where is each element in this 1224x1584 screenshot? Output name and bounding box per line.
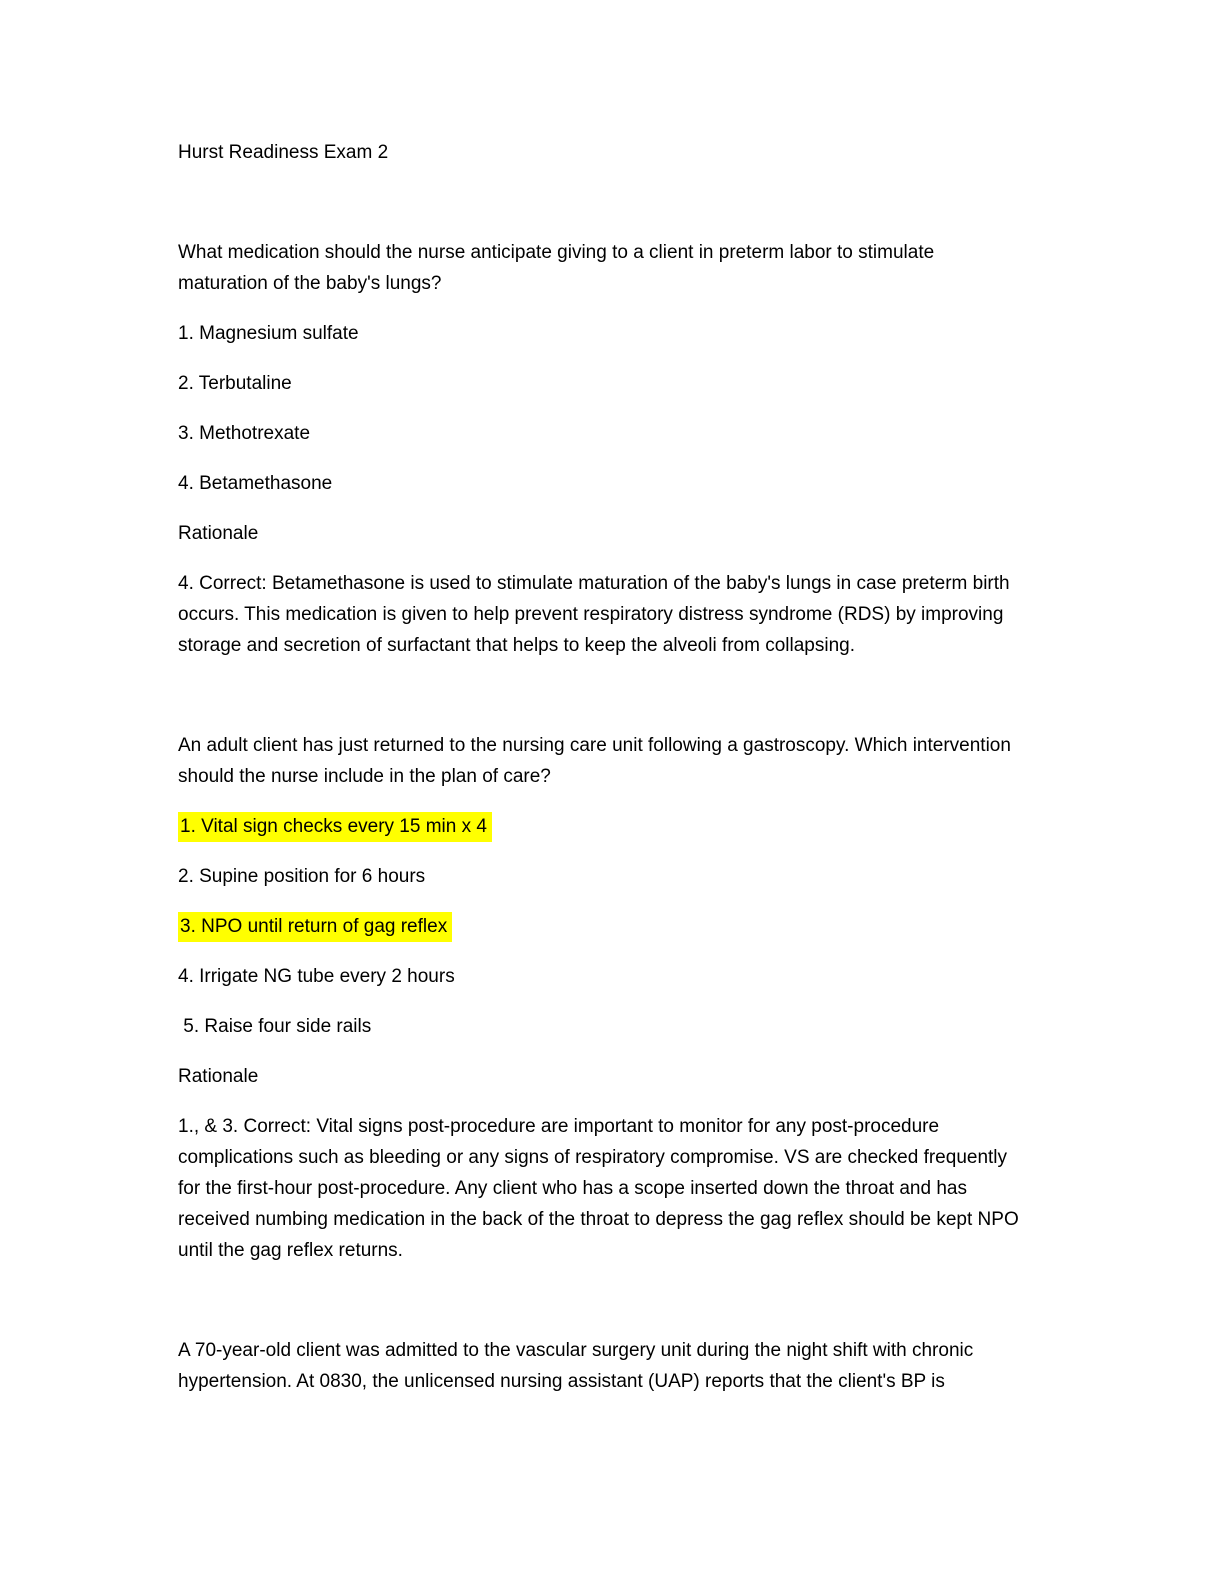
answer-option-text: 4. Betamethasone (178, 473, 333, 494)
answer-option-text: 1. Magnesium sulfate (178, 323, 359, 344)
answer-option-text: 4. Irrigate NG tube every 2 hours (178, 966, 455, 987)
blank-line (178, 680, 1026, 730)
question-1-option-1: 1. Magnesium sulfate (178, 318, 1026, 349)
question-1-option-4: 4. Betamethasone (178, 468, 1026, 499)
question-2-option-1: 1. Vital sign checks every 15 min x 4 (178, 811, 1026, 842)
answer-option-text: 2. Supine position for 6 hours (178, 866, 426, 887)
answer-option-text: 2. Terbutaline (178, 373, 292, 394)
question-1-rationale-label: Rationale (178, 523, 259, 544)
highlighted-answer-option-text: 3. NPO until return of gag reflex (178, 912, 453, 942)
question-2-rationale-text: 1., & 3. Correct: Vital signs post-proce… (178, 1116, 1025, 1261)
document-title: Hurst Readiness Exam 2 (178, 142, 389, 163)
blank-line (178, 187, 1026, 237)
highlighted-answer-option-text: 1. Vital sign checks every 15 min x 4 (178, 812, 492, 842)
question-2-option-2: 2. Supine position for 6 hours (178, 861, 1026, 892)
trailing-paragraph: A 70-year-old client was admitted to the… (178, 1340, 979, 1392)
question-1-option-3: 3. Methotrexate (178, 418, 1026, 449)
question-block-1: What medication should the nurse anticip… (178, 237, 1026, 661)
question-2-option-4: 4. Irrigate NG tube every 2 hours (178, 961, 1026, 992)
question-2-option-5: 5. Raise four side rails (178, 1011, 1026, 1042)
answer-option-text: 3. Methotrexate (178, 423, 311, 444)
question-1-stem: What medication should the nurse anticip… (178, 242, 940, 294)
question-2-option-3: 3. NPO until return of gag reflex (178, 911, 1026, 942)
question-1-rationale-text: 4. Correct: Betamethasone is used to sti… (178, 573, 1015, 656)
question-1-option-2: 2. Terbutaline (178, 368, 1026, 399)
question-block-2: An adult client has just returned to the… (178, 730, 1026, 1266)
blank-line (178, 1285, 1026, 1335)
question-2-stem: An adult client has just returned to the… (178, 735, 1017, 787)
answer-option-text: 5. Raise four side rails (178, 1016, 372, 1037)
question-2-rationale-label: Rationale (178, 1066, 259, 1087)
